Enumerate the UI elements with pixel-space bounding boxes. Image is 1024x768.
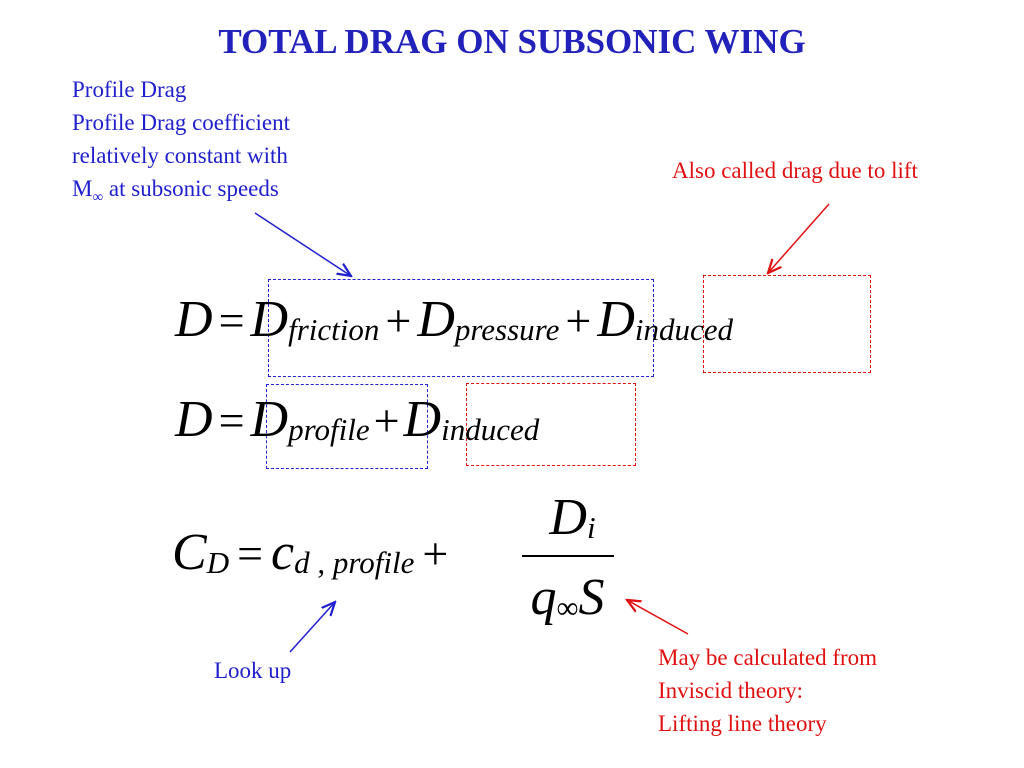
equation-profile-induced: D=Dprofile+Dinduced (175, 390, 539, 470)
profile-drag-arrow (254, 212, 351, 276)
inviscid-theory-note: May be calculated from Inviscid theory: … (658, 641, 877, 740)
profile-note-line2: Profile Drag coefficient (72, 110, 290, 135)
fraction-denominator: q∞S (520, 568, 615, 627)
eq2-lhs: D (175, 391, 213, 448)
eq1-d-pressure: D (417, 291, 455, 348)
profile-drag-note: Profile Drag Profile Drag coefficient re… (72, 73, 290, 215)
inviscid-note-line3: Lifting line theory (658, 711, 827, 736)
profile-note-line4: M∞ at subsonic speeds (72, 172, 290, 215)
mach-infinity-sub: ∞ (92, 189, 104, 206)
equation-total-drag: D=Dfriction+Dpressure+Dinduced (175, 290, 733, 370)
eq1-pressure-sub: pressure (454, 312, 560, 348)
eq3-num-d: D (549, 489, 587, 546)
induced-drag-note: Also called drag due to lift (672, 158, 918, 183)
eq3-den-s: S (578, 569, 605, 626)
eq2-induced-sub: induced (441, 412, 540, 448)
fraction-numerator: Di (535, 488, 610, 547)
eq3-profile-sub: d , profile (294, 545, 415, 581)
eq3-den-q: q (530, 569, 557, 626)
eq3-cd: C (172, 524, 207, 581)
eq3-cd-sub: D (206, 545, 230, 581)
inviscid-note-line1: May be calculated from (658, 645, 878, 670)
fraction-bar (522, 555, 614, 557)
look-up-note: Look up (214, 658, 292, 683)
eq3-c-profile: c (271, 524, 295, 581)
eq3-num-sub: i (586, 510, 596, 546)
slide-title: TOTAL DRAG ON SUBSONIC WING (218, 22, 806, 61)
eq2-d-induced: D (403, 391, 442, 448)
equation-drag-coefficient: CD=cd , profile+ (172, 523, 456, 582)
profile-note-line3: relatively constant with (72, 143, 288, 168)
inviscid-note-line2: Inviscid theory: (658, 678, 803, 703)
look-up-arrow (289, 602, 335, 653)
induced-drag-arrow (768, 203, 830, 273)
eq3-equals: = (237, 528, 264, 579)
eq2-plus: + (373, 395, 400, 446)
eq1-plus2: + (565, 295, 592, 346)
eq1-lhs: D (175, 291, 213, 348)
eq1-d-friction: D (250, 291, 289, 348)
eq2-profile-sub: profile (288, 412, 370, 448)
induced-drag-box-eq2 (466, 383, 636, 466)
profile-drag-box (266, 384, 428, 469)
eq3-plus: + (422, 528, 449, 579)
eq1-equals: = (218, 295, 245, 346)
eq1-friction-sub: friction (288, 312, 380, 348)
eq1-induced-sub: induced (634, 312, 734, 348)
mach-symbol: M (72, 176, 93, 201)
friction-pressure-box (268, 279, 654, 377)
eq3-den-infinity: ∞ (556, 590, 579, 626)
induced-drag-box-eq1 (703, 275, 871, 373)
eq2-d-profile: D (250, 391, 289, 448)
profile-note-line4-rest: at subsonic speeds (103, 176, 279, 201)
eq2-equals: = (218, 395, 245, 446)
eq1-plus1: + (385, 295, 412, 346)
inviscid-theory-arrow (627, 600, 689, 635)
profile-note-line1: Profile Drag (72, 77, 187, 102)
eq1-d-induced: D (597, 291, 635, 348)
